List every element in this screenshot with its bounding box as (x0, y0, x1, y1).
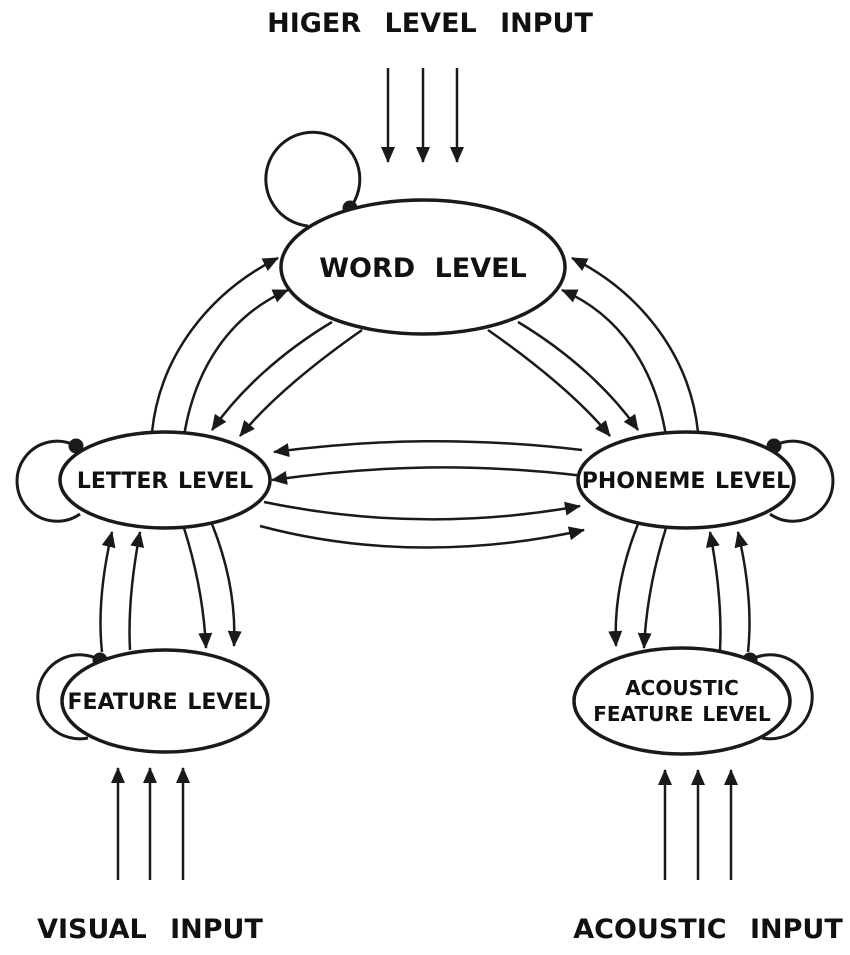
edge-phoneme-to-word-1 (571, 256, 700, 433)
edge-word-letter (150, 256, 363, 437)
feature-level-label: FEATURE LEVEL (68, 690, 263, 715)
phoneme-level-ellipse (576, 430, 796, 530)
edge-phoneme-to-acoustic-1 (637, 527, 668, 649)
edge-letter-feature (99, 523, 242, 653)
acoustic-input-label: ACOUSTIC INPUT (573, 914, 843, 945)
edge-feature-to-letter-2 (128, 531, 145, 651)
acoustic-feature-level-label-line2: FEATURE LEVEL (593, 702, 771, 726)
feature-self-loop-arc (36, 653, 101, 741)
node-phoneme-level: PHONEME LEVEL (576, 430, 796, 530)
edge-phoneme-acoustic-feature (608, 523, 751, 653)
acoustic-feature-level-ellipse (572, 646, 792, 756)
edge-word-to-letter-1 (210, 320, 333, 431)
higher-level-input-group: HIGER LEVEL INPUT (267, 8, 593, 163)
word-level-label: WORD LEVEL (319, 253, 527, 284)
edge-word-phoneme (487, 256, 700, 437)
edge-feature-to-letter-1 (99, 531, 116, 653)
edge-phoneme-to-acoustic-2 (608, 523, 640, 647)
letter-self-loop-arc (15, 439, 81, 523)
edge-word-to-phoneme-1 (517, 320, 640, 431)
node-letter-level: LETTER LEVEL (58, 430, 272, 530)
node-feature-level: FEATURE LEVEL (60, 648, 270, 754)
phoneme-self-loop-arc (769, 439, 835, 523)
visual-input-group: VISUAL INPUT (37, 767, 263, 945)
acoustic-feature-level-label-line1: ACOUSTIC (625, 676, 739, 700)
node-word-level: WORD LEVEL (279, 198, 567, 336)
edge-letter-to-feature-2 (210, 523, 242, 647)
visual-input-label: VISUAL INPUT (37, 914, 263, 945)
phoneme-level-label: PHONEME LEVEL (582, 469, 790, 494)
edge-phoneme-to-letter-2 (271, 466, 585, 485)
edge-letter-to-word-1 (150, 256, 279, 433)
edge-letter-to-word-2 (182, 288, 289, 437)
letter-level-ellipse (58, 430, 272, 530)
edge-letter-to-feature-1 (182, 527, 213, 649)
edge-letter-to-phoneme-1 (263, 500, 581, 521)
edge-acoustic-to-phoneme-1 (734, 531, 751, 653)
feature-level-ellipse (60, 648, 270, 754)
edge-word-to-phoneme-2 (487, 328, 611, 437)
edge-acoustic-to-phoneme-2 (705, 531, 722, 651)
edge-letter-to-phoneme-2 (259, 524, 585, 549)
word-level-ellipse (279, 198, 567, 336)
higher-level-input-label: HIGER LEVEL INPUT (267, 8, 593, 39)
edge-letter-phoneme (259, 439, 585, 549)
letter-inhibitory-dot (68, 438, 84, 454)
self-loop-letter (15, 438, 84, 523)
acoustic-feature-self-loop-arc (749, 653, 814, 741)
node-acoustic-feature-level: ACOUSTIC FEATURE LEVEL (572, 646, 792, 756)
edge-phoneme-to-letter-1 (273, 439, 583, 458)
letter-level-label: LETTER LEVEL (77, 469, 253, 494)
edge-phoneme-to-word-2 (561, 288, 668, 437)
word-self-loop-arc (264, 130, 362, 228)
acoustic-input-group: ACOUSTIC INPUT (573, 769, 843, 945)
edge-word-to-letter-2 (239, 328, 363, 437)
